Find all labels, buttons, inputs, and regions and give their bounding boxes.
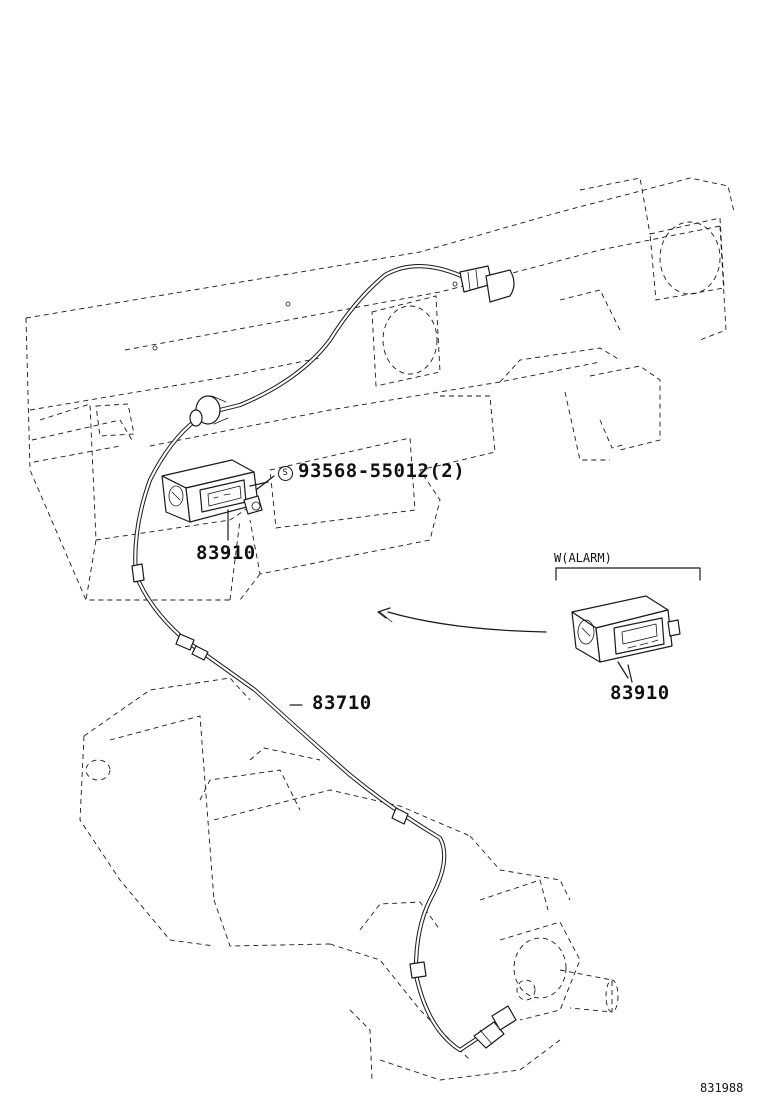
clip-part-number: 93568-55012(2)	[298, 460, 466, 482]
clip-part-callout: S 93568-55012(2)	[278, 462, 465, 481]
speedometer-cable	[131, 264, 517, 1053]
meter-part-number-main: 83910	[196, 542, 256, 564]
meter-part-number-variant: 83910	[610, 682, 670, 704]
instrument-panel-outline	[25, 177, 735, 601]
cable-part-number: 83710	[312, 692, 372, 714]
variant-label: W(ALARM)	[554, 551, 612, 565]
screw-symbol-icon: S	[278, 466, 293, 481]
leader-lines	[227, 475, 633, 706]
diagram-code: 831988	[700, 1081, 744, 1095]
transmission-outline	[79, 677, 619, 1081]
speed-warning-meter-main	[161, 459, 269, 523]
alarm-variant-detail	[377, 567, 701, 679]
